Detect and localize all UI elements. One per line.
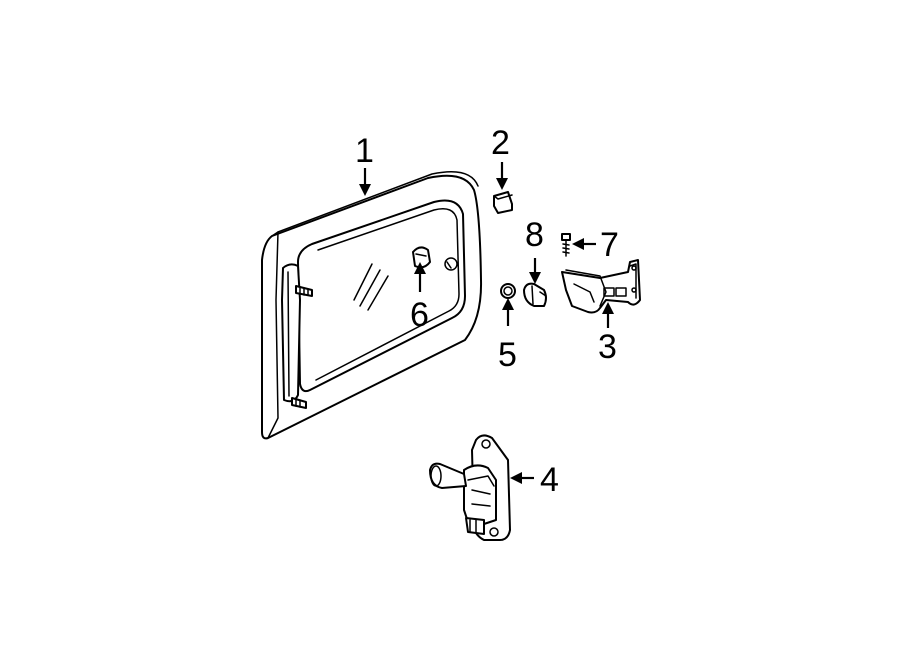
callout-2: 2 [491, 124, 510, 162]
window-glass-assembly [261, 171, 483, 440]
callout-7: 7 [600, 226, 619, 264]
bushing-part [523, 282, 547, 307]
lower-hinge-part [429, 434, 511, 541]
callout-3: 3 [598, 328, 617, 366]
callout-1: 1 [355, 132, 374, 170]
upper-stud-icon [295, 285, 313, 297]
upper-hinge-part [561, 259, 641, 314]
callout-8: 8 [525, 216, 544, 254]
glass-nut-part [412, 246, 431, 269]
washer-part [500, 283, 516, 299]
callout-arrows [359, 162, 614, 484]
bumper-part [493, 191, 513, 214]
screw-part [561, 233, 571, 257]
callout-5: 5 [498, 336, 517, 374]
lower-stud-icon [291, 397, 307, 409]
callout-6: 6 [410, 296, 429, 334]
callout-4: 4 [540, 461, 559, 499]
